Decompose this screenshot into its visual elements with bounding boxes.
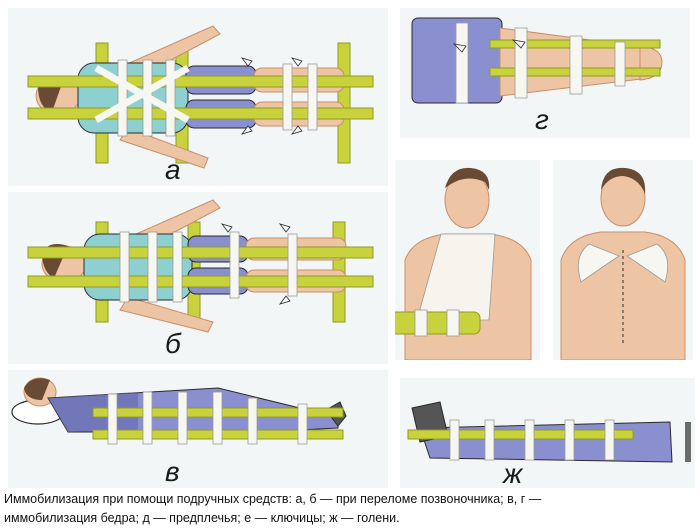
caption-line-1: Иммобилизация при помощи подручных средс…	[4, 492, 542, 506]
illustration-a	[27, 25, 374, 169]
illustration-g	[411, 17, 663, 104]
panel-b-spine-board-prone: б	[8, 192, 388, 364]
panel-a-spine-board-supine: а	[8, 8, 388, 186]
illustration-e	[560, 167, 686, 360]
illustration-b	[27, 199, 374, 333]
caption-line-2: иммобилизация бедра; д — предплечья; е —…	[4, 511, 400, 525]
panel-letter-b: б	[165, 328, 181, 359]
panel-v-thigh-splint-full: в	[8, 370, 388, 488]
figure-caption: Иммобилизация при помощи подручных средс…	[4, 490, 696, 528]
illustration-zh	[407, 401, 691, 463]
panel-letter-v: в	[165, 456, 180, 487]
panel-g-thigh-splint-closeup: г	[400, 8, 690, 138]
panel-e-clavicle-figure-eight: е	[553, 160, 693, 360]
illustration-d	[395, 167, 532, 360]
panel-d-forearm-sling: д	[395, 160, 540, 360]
panel-letter-zh: ж	[503, 458, 523, 488]
illustration-v	[11, 377, 347, 445]
panel-letter-g: г	[535, 104, 549, 135]
panel-letter-a: а	[165, 154, 181, 185]
panel-zh-shin-splint: ж	[400, 378, 695, 488]
